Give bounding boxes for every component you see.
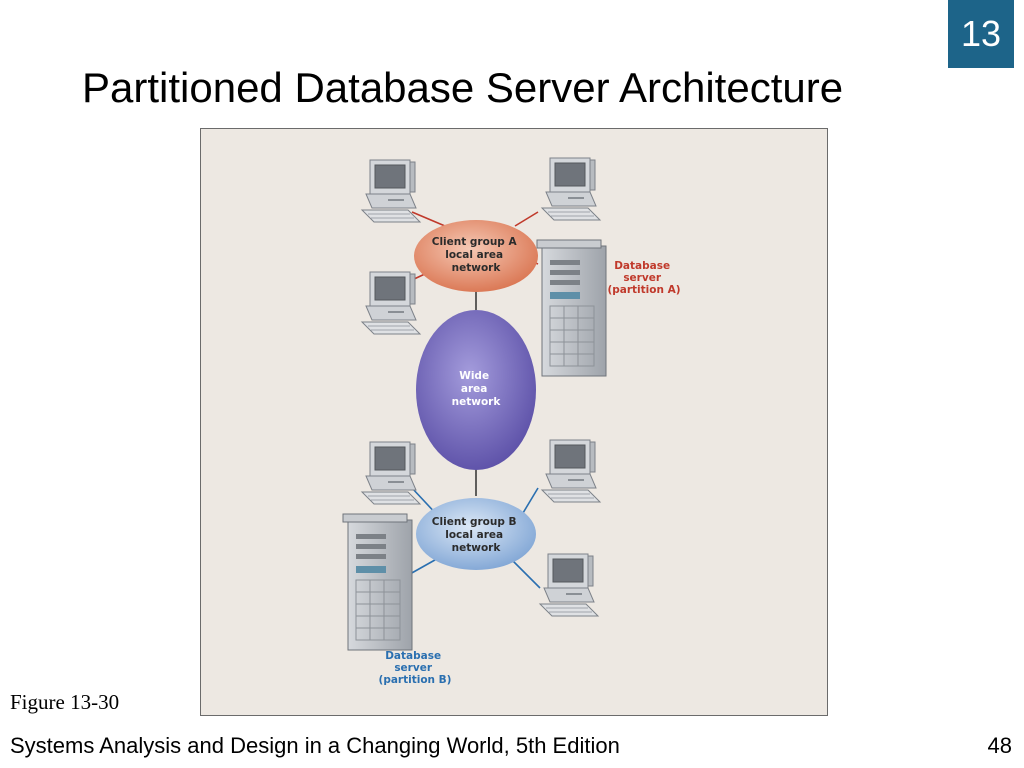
wide-area-network bbox=[416, 310, 536, 470]
client-a-workstation-2 bbox=[541, 157, 601, 221]
client-b-workstation-3 bbox=[539, 553, 599, 617]
slide-title: Partitioned Database Server Architecture bbox=[82, 64, 844, 111]
database-server-b-label: Database server (partition B) bbox=[379, 650, 452, 686]
client-group-a-label: Client group A local area network bbox=[432, 236, 521, 274]
client-a-workstation-3 bbox=[361, 271, 421, 335]
wide-area-network-label: Wide area network bbox=[452, 370, 502, 408]
client-group-a-lan bbox=[414, 220, 538, 292]
client-b-workstation-1 bbox=[361, 441, 421, 505]
client-group-b-lan bbox=[416, 498, 536, 570]
database-server-b-icon bbox=[342, 513, 413, 651]
client-group-b-label: Client group B local area network bbox=[432, 516, 520, 554]
chapter-badge: 13 bbox=[948, 0, 1014, 68]
database-server-a-icon bbox=[536, 239, 607, 377]
page-number: 48 bbox=[987, 733, 1012, 758]
client-a-workstation-1 bbox=[361, 159, 421, 223]
database-server-a-label: Database server (partition A) bbox=[607, 260, 680, 296]
partitioned-database-diagram: Client group A local area network Wide a… bbox=[200, 128, 828, 716]
footer-text: Systems Analysis and Design in a Changin… bbox=[10, 733, 620, 758]
figure-caption: Figure 13-30 bbox=[10, 690, 120, 714]
network-diagram-figure: Client group A local area network Wide a… bbox=[200, 128, 828, 716]
client-b-workstation-2 bbox=[541, 439, 601, 503]
